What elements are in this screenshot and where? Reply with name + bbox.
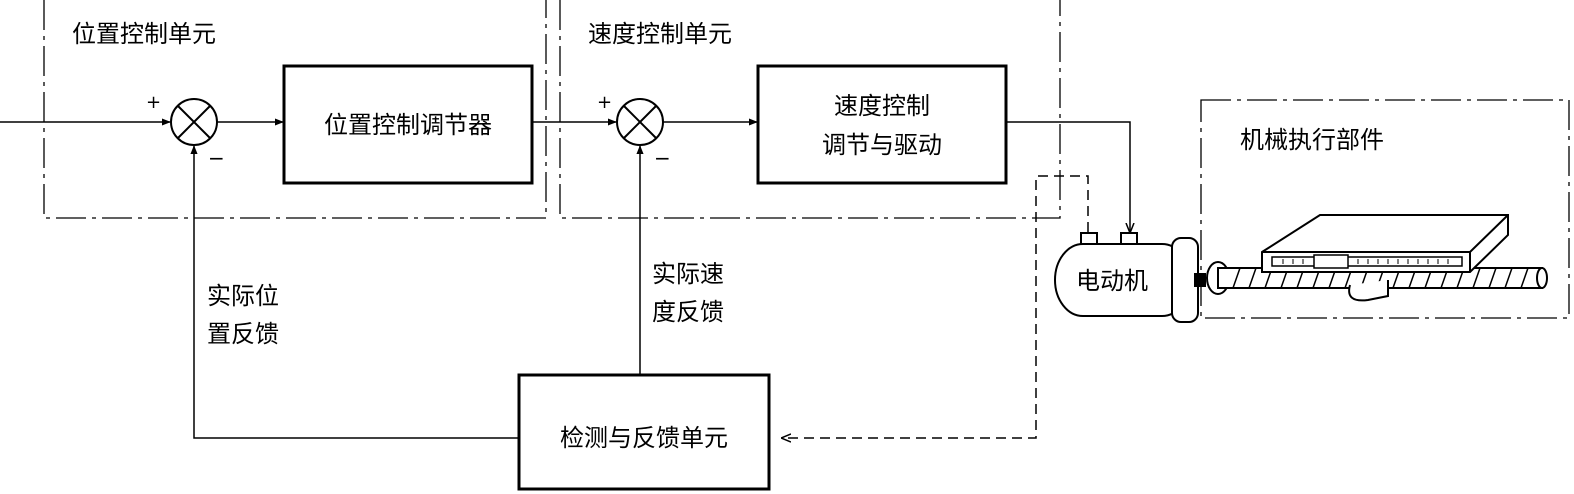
speed-unit-label: 速度控制单元 xyxy=(588,20,732,48)
speed-summing-junction xyxy=(616,98,664,146)
motor-label: 电动机 xyxy=(1076,267,1148,295)
drive-to-motor-line xyxy=(1006,121,1130,232)
position-regulator-box xyxy=(282,64,534,185)
speed-feedback-label-line2: 度反馈 xyxy=(652,298,724,326)
position-summing-junction xyxy=(170,98,218,146)
mechanical-part-label: 机械执行部件 xyxy=(1240,126,1384,154)
position-feedback-label-line2: 置反馈 xyxy=(207,320,279,348)
speed-plus-sign: + xyxy=(597,92,612,113)
ball-screw-table-illustration xyxy=(1206,214,1548,302)
speed-feedback-label-line1: 实际速 xyxy=(652,260,724,288)
speed-minus-sign: − xyxy=(654,146,671,170)
detection-feedback-label: 检测与反馈单元 xyxy=(560,424,728,452)
mechanical-part-frame xyxy=(1200,99,1570,319)
position-unit-frame xyxy=(43,0,547,219)
position-regulator-label: 位置控制调节器 xyxy=(324,111,492,139)
position-feedback-line xyxy=(190,145,519,439)
speed-unit-frame xyxy=(559,0,1061,219)
motor xyxy=(1054,232,1206,323)
detection-feedback-box xyxy=(517,373,771,491)
position-unit-label: 位置控制单元 xyxy=(72,20,216,48)
position-minus-sign: − xyxy=(208,146,225,170)
sensor-signal-dashed-line xyxy=(782,175,1089,438)
position-feedback-label-line1: 实际位 xyxy=(207,282,279,310)
speed-regulator-label-line2: 调节与驱动 xyxy=(822,131,942,159)
speed-regulator-box xyxy=(756,64,1008,185)
position-plus-sign: + xyxy=(146,92,161,113)
speed-regulator-label-line1: 速度控制 xyxy=(834,92,930,120)
